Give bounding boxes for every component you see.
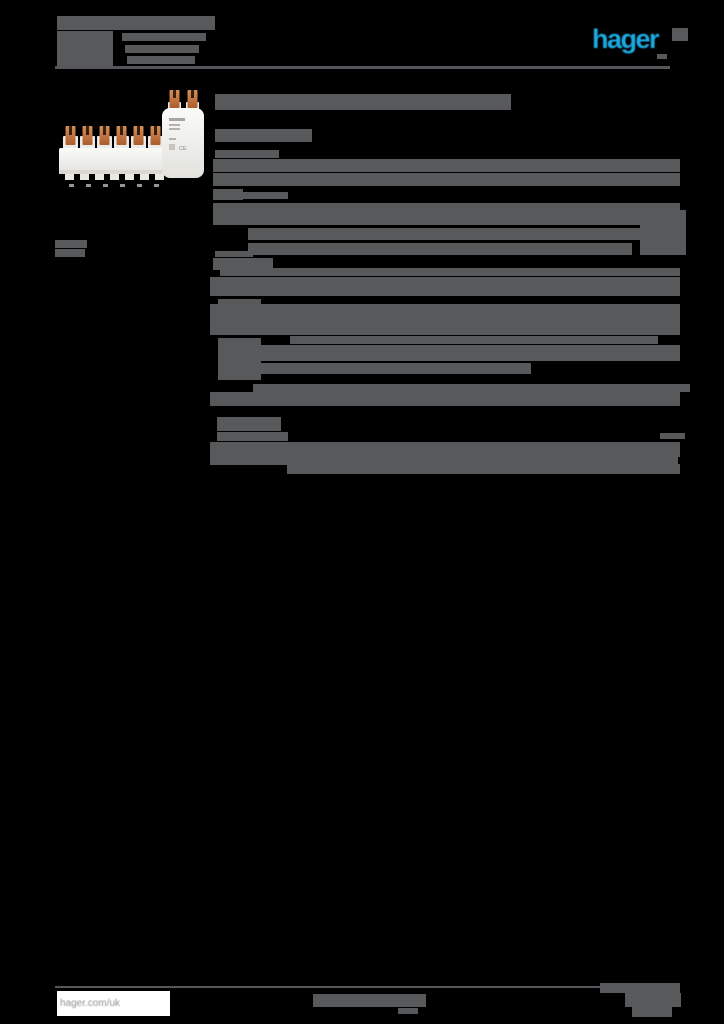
spec-value-redacted xyxy=(287,464,680,474)
logo-artifact-redacted xyxy=(657,54,667,59)
spec-paragraph-redacted xyxy=(210,392,680,406)
website-url: hager.com/uk xyxy=(60,998,121,1009)
spec-value-redacted xyxy=(210,457,678,465)
busbar-illustration: CE xyxy=(59,90,204,187)
doc-meta-line-redacted xyxy=(122,33,206,41)
footer-right-bar-redacted xyxy=(600,983,680,993)
busbar-marks xyxy=(69,184,159,187)
spec-value-redacted xyxy=(248,243,632,255)
spec-label-redacted xyxy=(218,299,261,309)
doc-subtitle-block-redacted xyxy=(57,31,113,66)
spec-label-redacted xyxy=(215,251,253,257)
footer-page-line-redacted xyxy=(632,1007,672,1017)
svg-text:CE: CE xyxy=(179,146,187,152)
spec-label-redacted xyxy=(213,258,273,270)
spec-label-redacted xyxy=(217,432,288,441)
spec-label-redacted xyxy=(243,192,288,199)
header-divider xyxy=(55,66,670,69)
spec-value-redacted xyxy=(220,268,680,276)
image-caption-line-redacted xyxy=(55,249,85,257)
spec-value-redacted xyxy=(213,159,680,172)
spec-label-column-redacted xyxy=(218,338,261,380)
hager-logo: hager xyxy=(592,24,660,54)
section-heading-redacted xyxy=(217,417,281,431)
image-caption-line-redacted xyxy=(55,240,87,248)
busbar-feed-module: CE xyxy=(162,90,204,178)
busbar-teeth xyxy=(65,174,164,180)
spec-value-redacted xyxy=(248,228,640,240)
busbar-rail xyxy=(59,148,171,174)
spec-value-redacted xyxy=(660,433,685,439)
website-badge: hager.com/uk xyxy=(57,991,170,1016)
footer-center-line-redacted xyxy=(398,1008,418,1014)
doc-meta-line-redacted xyxy=(125,45,199,53)
doc-meta-line-redacted xyxy=(127,56,195,64)
spec-paragraph-redacted xyxy=(210,277,680,296)
spec-value-redacted xyxy=(253,384,690,392)
spec-label-redacted xyxy=(213,189,243,200)
spec-paragraph-redacted xyxy=(210,304,680,335)
logo-artifact-redacted xyxy=(672,28,688,41)
product-image-busbar: CE xyxy=(57,86,205,192)
footer-center-line-redacted xyxy=(313,994,426,1007)
doc-title-line-redacted xyxy=(57,16,215,30)
spec-value-tall-redacted xyxy=(640,210,686,255)
product-title-bar-redacted xyxy=(215,94,511,110)
spec-value-redacted xyxy=(213,203,680,225)
spec-value-redacted xyxy=(253,363,531,374)
footer-divider xyxy=(55,986,680,988)
footer-page-line-redacted xyxy=(625,993,681,1007)
spec-paragraph-redacted xyxy=(253,345,680,361)
section-heading-redacted xyxy=(215,129,312,142)
spec-value-redacted xyxy=(290,336,658,344)
spec-paragraph-redacted xyxy=(210,442,680,457)
spec-value-redacted xyxy=(213,173,680,186)
spec-label-redacted xyxy=(215,150,279,158)
